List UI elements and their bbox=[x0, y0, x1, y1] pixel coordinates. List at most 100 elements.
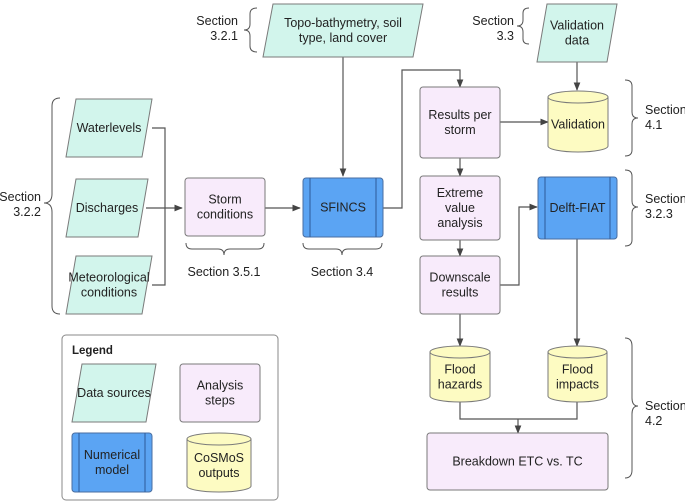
section-label-s34: Section 3.4 bbox=[311, 265, 374, 279]
legend-analysis-steps-label: Analysis bbox=[197, 379, 244, 393]
section-label-s322: Section bbox=[0, 190, 41, 204]
legend-data-sources-shape bbox=[71, 363, 157, 423]
section-label-s41: Section bbox=[645, 103, 685, 117]
legend-cosmos-outputs-label: outputs bbox=[198, 466, 239, 480]
brace-s42 bbox=[624, 337, 639, 479]
legend-analysis-steps-shape bbox=[179, 363, 261, 423]
braces bbox=[43, 7, 639, 479]
node-delft-fiat-label: Delft-FIAT bbox=[549, 201, 605, 215]
section-label-s33: 3.3 bbox=[497, 29, 514, 43]
node-breakdown-shape bbox=[426, 432, 609, 491]
node-downscale-shape bbox=[419, 255, 501, 315]
node-flood-hazards-label: Flood bbox=[444, 363, 475, 377]
node-extreme-value-label: analysis bbox=[437, 216, 482, 230]
section-label-s351: Section 3.5.1 bbox=[188, 265, 261, 279]
legend-title: Legend bbox=[72, 345, 113, 357]
node-results-per-storm-label: Results per bbox=[428, 108, 491, 122]
section-label-s42: Section bbox=[645, 399, 685, 413]
node-flood-hazards-label: hazards bbox=[438, 378, 482, 392]
node-validation-data-label: data bbox=[565, 34, 589, 48]
section-label-s323: 3.2.3 bbox=[645, 207, 673, 221]
node-sfincs: SFINCS bbox=[302, 177, 384, 238]
node-validation-label: Validation bbox=[551, 118, 605, 132]
node-meteorological-label: Meteorological bbox=[68, 271, 149, 285]
brace-s323 bbox=[624, 169, 639, 247]
node-discharges-shape bbox=[65, 178, 149, 238]
brace-s33 bbox=[516, 7, 530, 45]
section-label-s321: 3.2.1 bbox=[210, 29, 238, 43]
node-breakdown: Breakdown ETC vs. TC bbox=[426, 432, 609, 491]
node-sfincs-shape bbox=[302, 177, 384, 238]
legend-numerical-model-label: Numerical bbox=[84, 448, 140, 462]
legend-data-sources-label: Data sources bbox=[77, 386, 151, 400]
node-delft-fiat-shape bbox=[537, 176, 618, 240]
brace-s351 bbox=[185, 242, 265, 256]
node-sfincs-label: SFINCS bbox=[320, 201, 366, 215]
node-delft-fiat: Delft-FIAT bbox=[537, 176, 618, 240]
node-meteorological-label: conditions bbox=[81, 286, 137, 300]
edge-sfincs-results bbox=[382, 69, 464, 209]
node-waterlevels-label: Waterlevels bbox=[77, 121, 142, 135]
edge-waterlevels-storm bbox=[152, 127, 166, 208]
node-results-per-storm-label: storm bbox=[444, 123, 475, 137]
legend-analysis-steps-label: steps bbox=[205, 394, 235, 408]
node-results-per-storm-shape bbox=[419, 86, 501, 159]
section-label-s321: Section bbox=[196, 14, 238, 28]
node-topo-label: Topo-bathymetry, soil bbox=[284, 16, 402, 30]
node-validation-data-label: Validation bbox=[550, 19, 604, 33]
node-discharges-label: Discharges bbox=[76, 201, 139, 215]
node-discharges: Discharges bbox=[65, 178, 149, 238]
node-storm-conditions-shape bbox=[184, 177, 266, 237]
node-validation: Validation bbox=[547, 90, 609, 153]
brace-s322 bbox=[43, 97, 61, 315]
node-storm-conditions-label: Storm bbox=[208, 193, 241, 207]
edge-downscale-fiat bbox=[500, 203, 538, 286]
node-flood-impacts-shape bbox=[547, 352, 608, 403]
node-flood-hazards-shape bbox=[429, 352, 491, 403]
node-waterlevels: Waterlevels bbox=[65, 98, 153, 158]
section-label-s33: Section bbox=[472, 14, 514, 28]
node-flood-impacts-label: Flood bbox=[562, 363, 593, 377]
node-waterlevels-shape bbox=[65, 98, 153, 158]
brace-s321 bbox=[243, 7, 258, 53]
legend: Legend Data sources AnalysisstepsNumerica… bbox=[61, 334, 279, 501]
section-label-s41: 4.1 bbox=[645, 118, 662, 132]
section-label-s323: Section bbox=[645, 192, 685, 206]
edge-hazards-breakdown bbox=[459, 402, 578, 420]
node-breakdown-label: Breakdown ETC vs. TC bbox=[452, 455, 582, 469]
node-storm-conditions-label: conditions bbox=[197, 208, 253, 222]
legend-numerical-model-shape bbox=[71, 432, 153, 493]
connectors bbox=[146, 57, 581, 434]
node-downscale-label: Downscale bbox=[429, 271, 490, 285]
node-extreme-value-label: value bbox=[445, 201, 475, 215]
section-label-s322: 3.2.2 bbox=[13, 205, 41, 219]
brace-s34 bbox=[302, 242, 383, 256]
node-meteorological-shape bbox=[65, 255, 153, 315]
edge-meteo-storm bbox=[152, 208, 166, 286]
section-label-s42: 4.2 bbox=[645, 414, 662, 428]
legend-cosmos-outputs-shape bbox=[186, 439, 252, 493]
node-topo-shape bbox=[262, 3, 424, 58]
node-extreme-value-label: Extreme bbox=[437, 186, 484, 200]
node-validation-data-shape bbox=[536, 3, 618, 63]
legend-numerical-model-label: model bbox=[95, 463, 129, 477]
node-extreme-value-shape bbox=[419, 175, 501, 241]
node-validation-shape bbox=[547, 97, 609, 153]
node-flood-impacts-label: impacts bbox=[556, 378, 599, 392]
legend-data-sources: Data sources bbox=[71, 363, 157, 423]
node-downscale-label: results bbox=[442, 286, 479, 300]
legend-cosmos-outputs-label: CoSMoS bbox=[194, 451, 244, 465]
